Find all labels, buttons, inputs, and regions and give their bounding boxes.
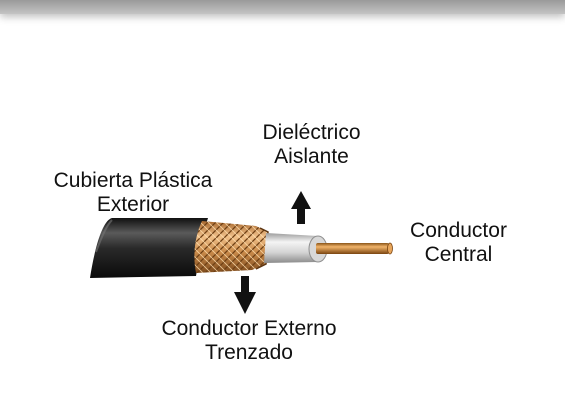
label-outer-conductor-line2: Trenzado — [205, 341, 293, 364]
label-outer-conductor-line1: Conductor Externo — [161, 317, 337, 340]
label-outer-conductor: Conductor Externo Trenzado — [134, 317, 364, 365]
arrow-down-icon — [234, 276, 256, 314]
label-outer-jacket-line1: Cubierta Plástica — [53, 169, 213, 192]
label-center-conductor-line1: Conductor — [410, 219, 507, 242]
arrow-up-icon — [291, 191, 311, 224]
braided-outer-conductor — [194, 221, 269, 273]
label-center-conductor: Conductor Central — [396, 219, 521, 267]
label-dielectric-line1: Dieléctrico — [262, 121, 361, 144]
label-outer-jacket: Cubierta Plástica Exterior — [38, 169, 228, 217]
top-bar — [0, 0, 565, 14]
coaxial-cable-figure: Cubierta Plástica Exterior Dieléctrico A… — [16, 102, 519, 392]
label-dielectric-line2: Aislante — [274, 145, 349, 168]
center-conductor — [316, 242, 393, 255]
label-outer-jacket-line2: Exterior — [96, 193, 170, 216]
label-dielectric: Dieléctrico Aislante — [249, 121, 374, 169]
coaxial-cable-diagram — [90, 191, 393, 314]
outer-jacket — [90, 218, 208, 278]
label-center-conductor-line2: Central — [424, 243, 493, 266]
